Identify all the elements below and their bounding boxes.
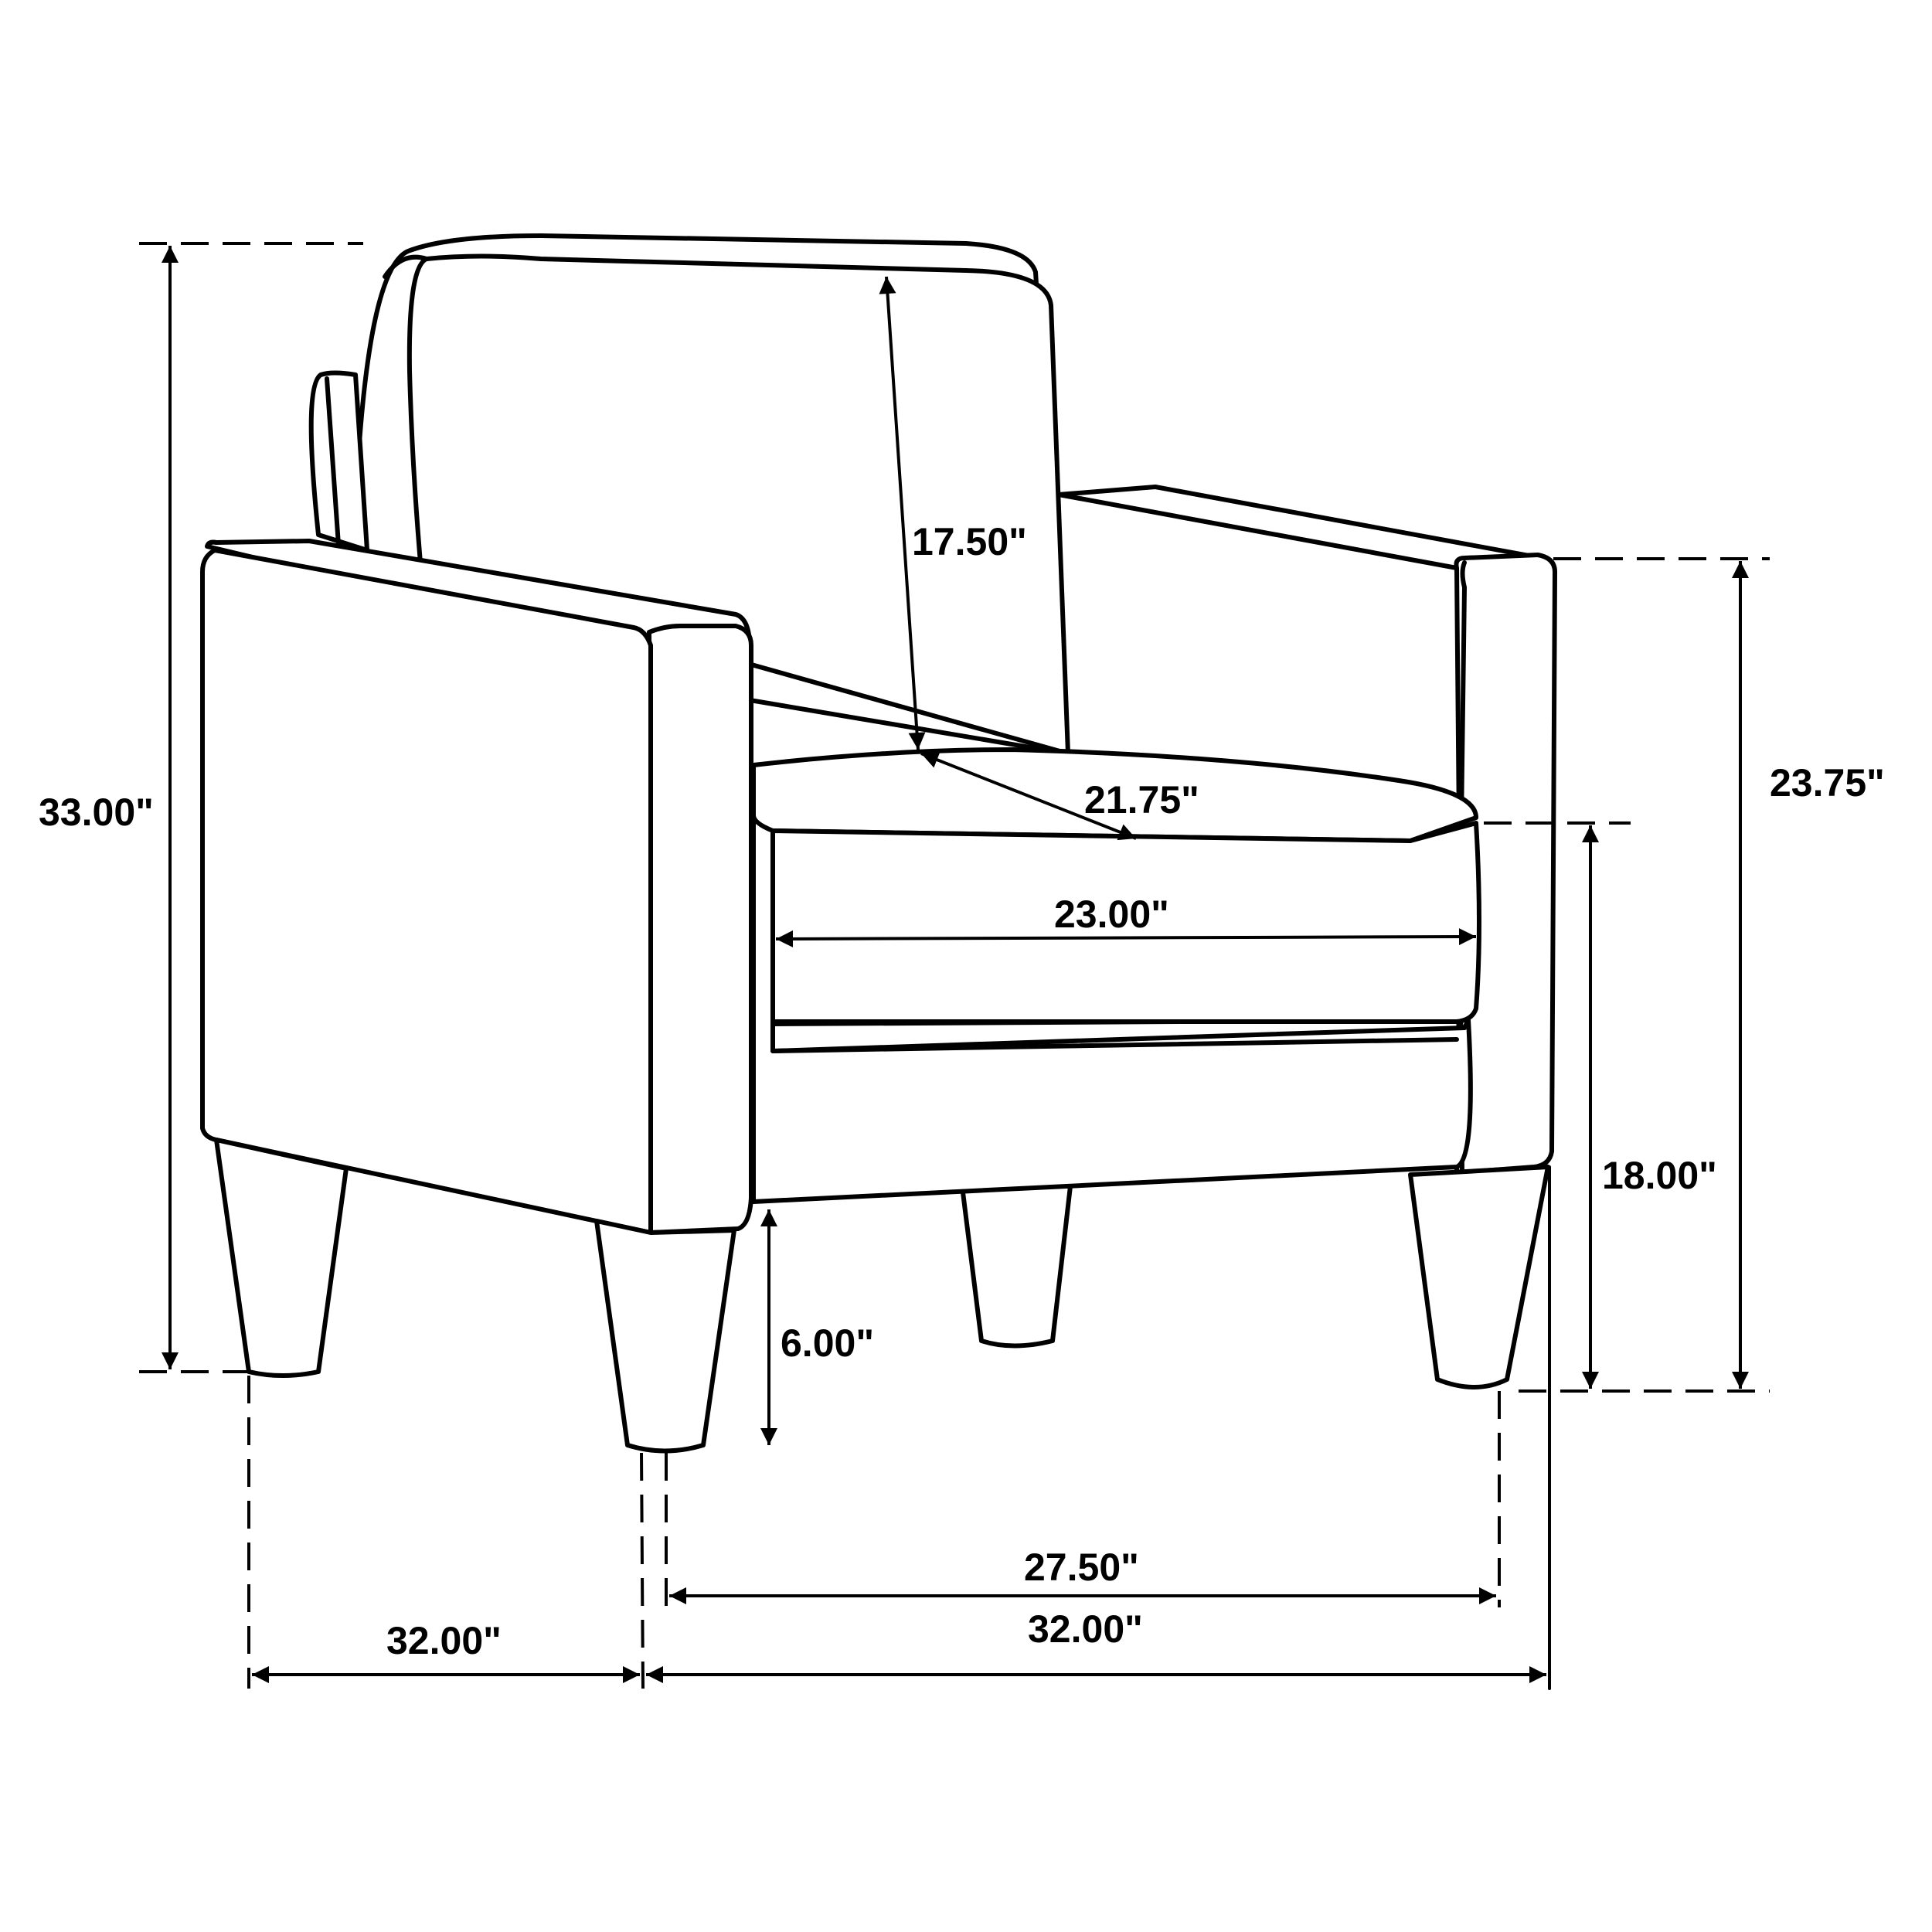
overall-width-label: 32.00" xyxy=(1028,1607,1143,1651)
back-left-leg xyxy=(960,1184,1073,1349)
seat-width-label: 23.00" xyxy=(1054,893,1169,936)
back-height-label: 17.50" xyxy=(912,520,1027,563)
back-cushion-side-fold xyxy=(383,254,429,279)
seat-depth-label: 21.75" xyxy=(1084,778,1199,821)
back-left-panel xyxy=(308,370,369,553)
seat-base-front xyxy=(751,813,1473,1204)
left-arm-front xyxy=(647,624,753,1235)
seat-base-mid-line xyxy=(770,1037,1459,1053)
chair xyxy=(200,233,1557,1454)
depth-right-extension xyxy=(640,1452,645,1689)
back-height-dimension-line xyxy=(879,276,926,750)
back-left-panel-line xyxy=(325,376,341,547)
left-arm-side xyxy=(200,548,653,1235)
overall-height-label: 33.00" xyxy=(39,791,154,834)
right-arm-front xyxy=(1454,553,1557,1175)
dimensions: 33.00" 17.50" 21.75" 23.00" 23.75" 18.00… xyxy=(39,242,1885,1690)
arm-height-label: 23.75" xyxy=(1770,761,1885,804)
overall-depth-label: 32.00" xyxy=(386,1619,502,1662)
seat-cushion-front xyxy=(770,821,1481,1024)
front-left-main-leg xyxy=(594,1219,736,1454)
leg-height-label: 6.00" xyxy=(781,1321,874,1365)
seat-height-label: 18.00" xyxy=(1602,1154,1717,1197)
seat-width-dimension-line xyxy=(775,928,1477,947)
front-right-leg xyxy=(1408,1165,1550,1389)
seat-depth-dimension-line xyxy=(920,751,1137,841)
right-arm-inner xyxy=(1454,560,1467,1175)
leg-span-label: 27.50" xyxy=(1024,1546,1139,1589)
front-left-outer-leg xyxy=(214,1138,349,1378)
